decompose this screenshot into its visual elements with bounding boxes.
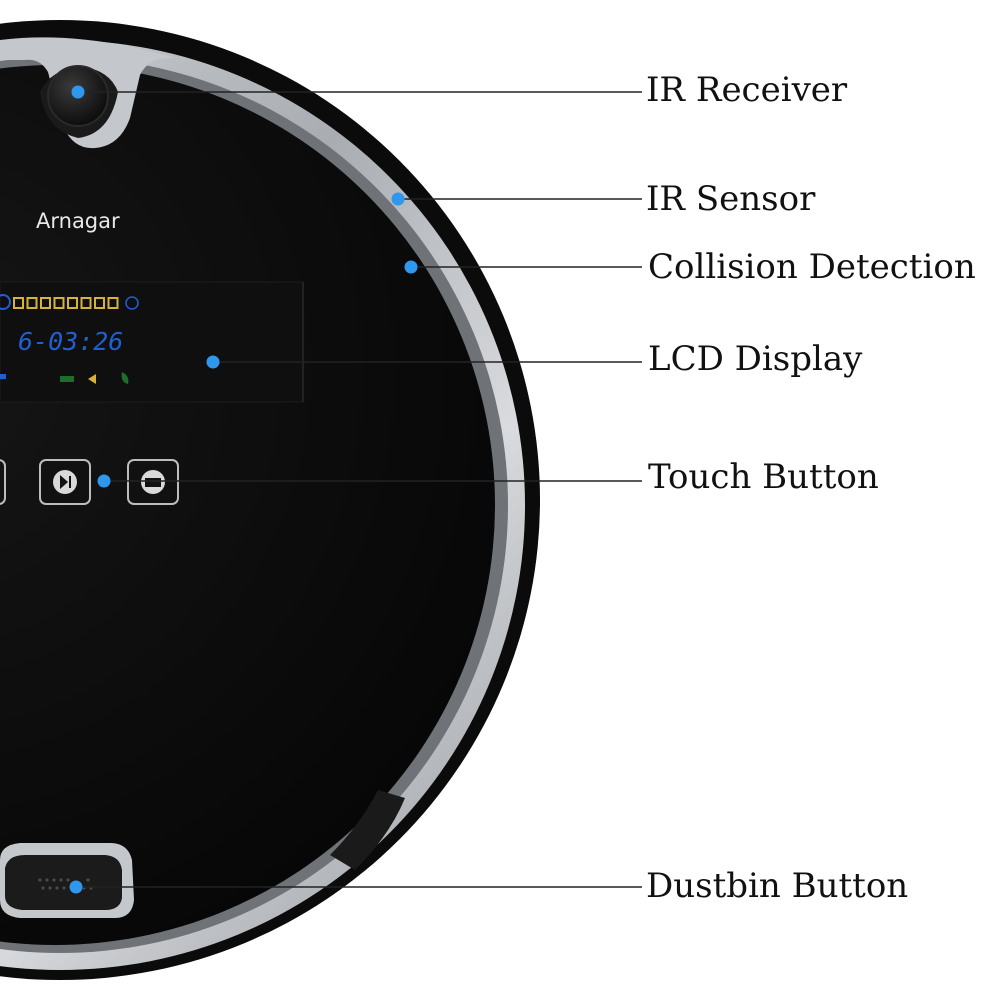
leader-lines <box>76 91 642 888</box>
lcd-digit-segment <box>40 297 51 309</box>
play-triangle-icon <box>60 475 68 489</box>
marker-dustbin-button <box>69 880 83 894</box>
dustbin-button-pad <box>5 855 122 910</box>
rear-bumper-insert <box>330 790 405 870</box>
lcd-digit-segment <box>53 297 65 309</box>
lcd-arrow-icon <box>88 374 96 384</box>
lcd-status-icon <box>0 374 6 379</box>
label-ir-receiver: IR Receiver <box>646 70 848 110</box>
lcd-digit-row <box>13 297 119 309</box>
marker-collision-detection <box>404 260 418 274</box>
lcd-digit-segment <box>107 297 119 309</box>
marker-ir-sensor <box>391 192 405 206</box>
lcd-left-icon <box>0 294 11 310</box>
marker-ir-receiver <box>71 85 85 99</box>
label-dustbin-button: Dustbin Button <box>646 866 909 906</box>
lcd-digit-segment <box>26 297 38 309</box>
pause-bar-icon <box>69 476 71 488</box>
brand-logo-text: Arnagar <box>36 209 120 233</box>
label-lcd-display: LCD Display <box>648 339 863 379</box>
touch-button-left <box>0 459 6 505</box>
marker-touch-button <box>97 474 111 488</box>
lcd-digit-segment <box>13 297 24 309</box>
lcd-digit-segment <box>94 297 105 309</box>
lcd-digit-segment <box>67 297 78 309</box>
lcd-time-readout: 6-03:26 <box>18 327 123 356</box>
lcd-digit-segment <box>80 297 92 309</box>
label-ir-sensor: IR Sensor <box>646 179 816 219</box>
lcd-leaf-icon <box>121 372 129 384</box>
lcd-clock-icon <box>125 296 139 310</box>
home-dock-icon <box>145 478 161 487</box>
label-touch-button: Touch Button <box>648 457 879 497</box>
label-collision-detection: Collision Detection <box>648 247 976 287</box>
lcd-battery-icon <box>60 376 74 382</box>
marker-lcd-display <box>206 355 220 369</box>
callout-markers <box>69 85 418 894</box>
